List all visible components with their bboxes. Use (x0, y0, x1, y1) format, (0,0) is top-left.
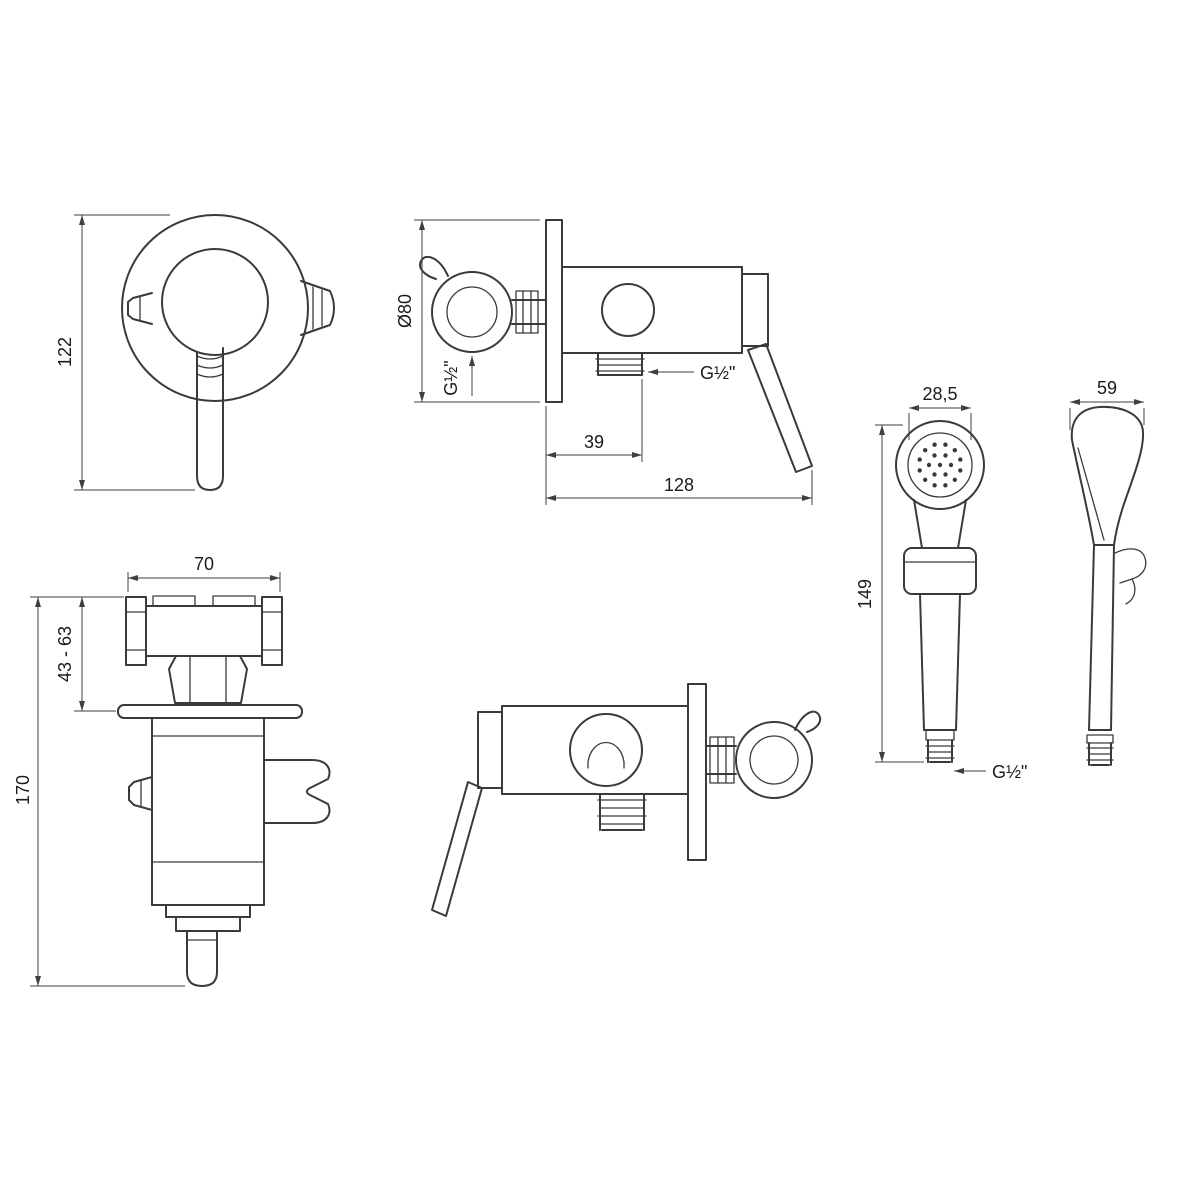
mixer-side-view (419, 219, 813, 473)
mixer-front-dimensions: 122 (55, 214, 195, 491)
dim-handset-height-label: 149 (855, 579, 875, 609)
dim-total-height-label: 170 (13, 775, 33, 805)
mixer-front-view (121, 214, 335, 491)
handset-side-dimensions: 59 (1069, 378, 1145, 430)
dim-wall-adjustment-label: 43 - 63 (55, 626, 75, 682)
dim-holder-thread-label: G½" (441, 360, 461, 395)
dim-handset-thread-label: G½" (992, 762, 1027, 782)
spray-holes (917, 442, 963, 488)
mixer-reverse-side-view (431, 683, 822, 917)
dim-total-depth-label: 128 (664, 475, 694, 495)
dim-bar-width-label: 70 (194, 554, 214, 574)
dim-flange-diameter-label: Ø80 (395, 294, 415, 328)
handset-front-dimensions: 28,5 149 G½" (855, 384, 1028, 782)
handset-front-view (895, 420, 985, 763)
assembly-front-view (117, 595, 331, 987)
dim-handset-side-width-label: 59 (1097, 378, 1117, 398)
dim-outlet-offset-label: 39 (584, 432, 604, 452)
dim-front-height-label: 122 (55, 337, 75, 367)
dim-outlet-thread-label: G½" (700, 363, 735, 383)
mixer-side-dimensions: Ø80 G½" G½" 39 128 (395, 219, 813, 505)
handset-side-view (1070, 405, 1147, 766)
assembly-front-dimensions: 70 43 - 63 170 (13, 554, 281, 987)
dim-handset-face-width-label: 28,5 (922, 384, 957, 404)
